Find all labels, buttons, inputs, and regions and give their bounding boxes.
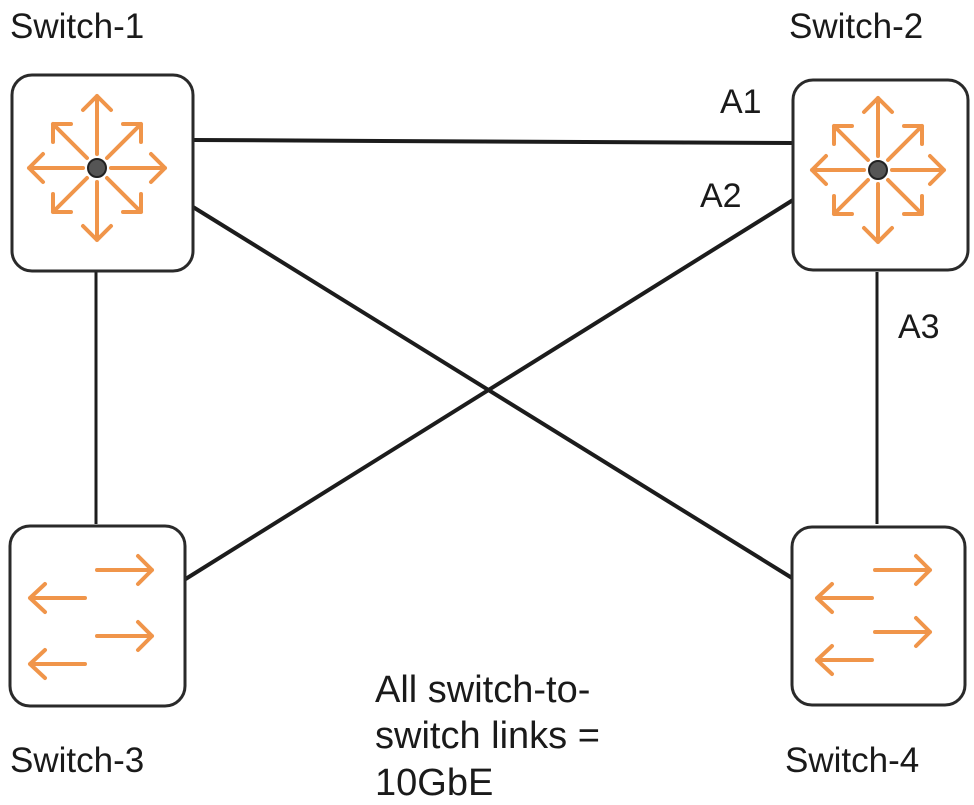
link-s3-s2 bbox=[182, 198, 795, 582]
switch-2[interactable] bbox=[791, 78, 970, 272]
switch-2-core-icon bbox=[810, 96, 946, 244]
switch-3-access-icon bbox=[28, 554, 154, 680]
switch-4-label: Switch-4 bbox=[785, 741, 919, 780]
switch-3[interactable] bbox=[8, 524, 187, 708]
note-line-2: switch links = bbox=[375, 715, 600, 757]
switch-2-label: Switch-2 bbox=[789, 7, 923, 46]
note-line-3: 10GbE bbox=[375, 762, 493, 804]
switch-1[interactable] bbox=[10, 73, 195, 273]
switch-3-label: Switch-3 bbox=[10, 741, 144, 780]
switch-3-box bbox=[8, 524, 187, 708]
switch-1-label: Switch-1 bbox=[10, 7, 144, 46]
switch-4[interactable] bbox=[790, 525, 967, 707]
port-label-a2: A2 bbox=[700, 177, 742, 215]
switch-4-access-icon bbox=[815, 554, 932, 676]
port-label-a1: A1 bbox=[720, 83, 762, 121]
link-s1-s2 bbox=[192, 138, 794, 145]
switch-1-core-icon bbox=[27, 94, 167, 242]
switch-4-box bbox=[790, 525, 967, 707]
links bbox=[94, 138, 879, 582]
note-line-1: All switch-to- bbox=[375, 669, 590, 711]
port-label-a3: A3 bbox=[898, 308, 940, 346]
link-s1-s4 bbox=[191, 205, 794, 580]
